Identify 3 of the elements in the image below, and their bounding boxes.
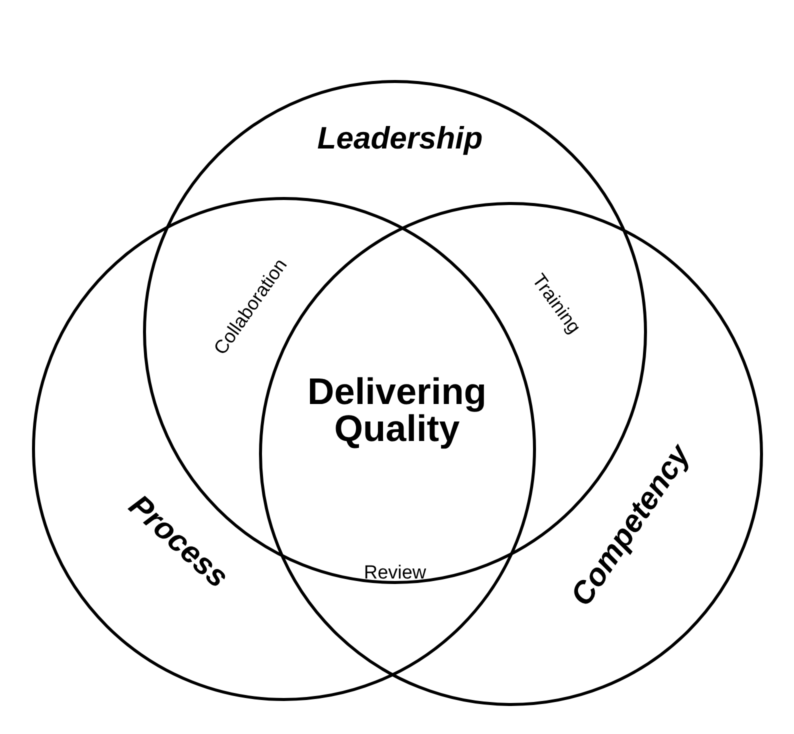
circle-title: Leadership — [317, 122, 483, 154]
overlap-label: Review — [364, 564, 426, 582]
center-label: Delivering Quality — [306, 373, 488, 447]
